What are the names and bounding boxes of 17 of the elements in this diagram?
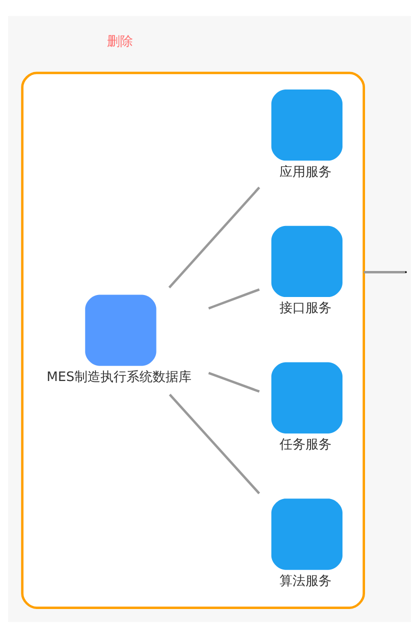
connector	[168, 186, 260, 288]
label: 删除	[107, 34, 134, 49]
node-box	[271, 225, 342, 297]
cluster	[21, 71, 366, 608]
connector	[208, 371, 260, 392]
node-label: MES制造执行系统数据库	[46, 370, 192, 385]
node-box	[271, 498, 342, 570]
node-box	[85, 294, 156, 366]
connector	[364, 270, 406, 273]
connector	[208, 288, 260, 309]
node-label: 任务服务	[280, 437, 332, 452]
connector	[168, 393, 260, 494]
node-box	[271, 89, 342, 160]
node-box	[271, 362, 342, 433]
node-label: 算法服务	[280, 574, 332, 588]
node-label: 应用服务	[280, 164, 332, 180]
node-label: 接口服务	[280, 300, 332, 316]
